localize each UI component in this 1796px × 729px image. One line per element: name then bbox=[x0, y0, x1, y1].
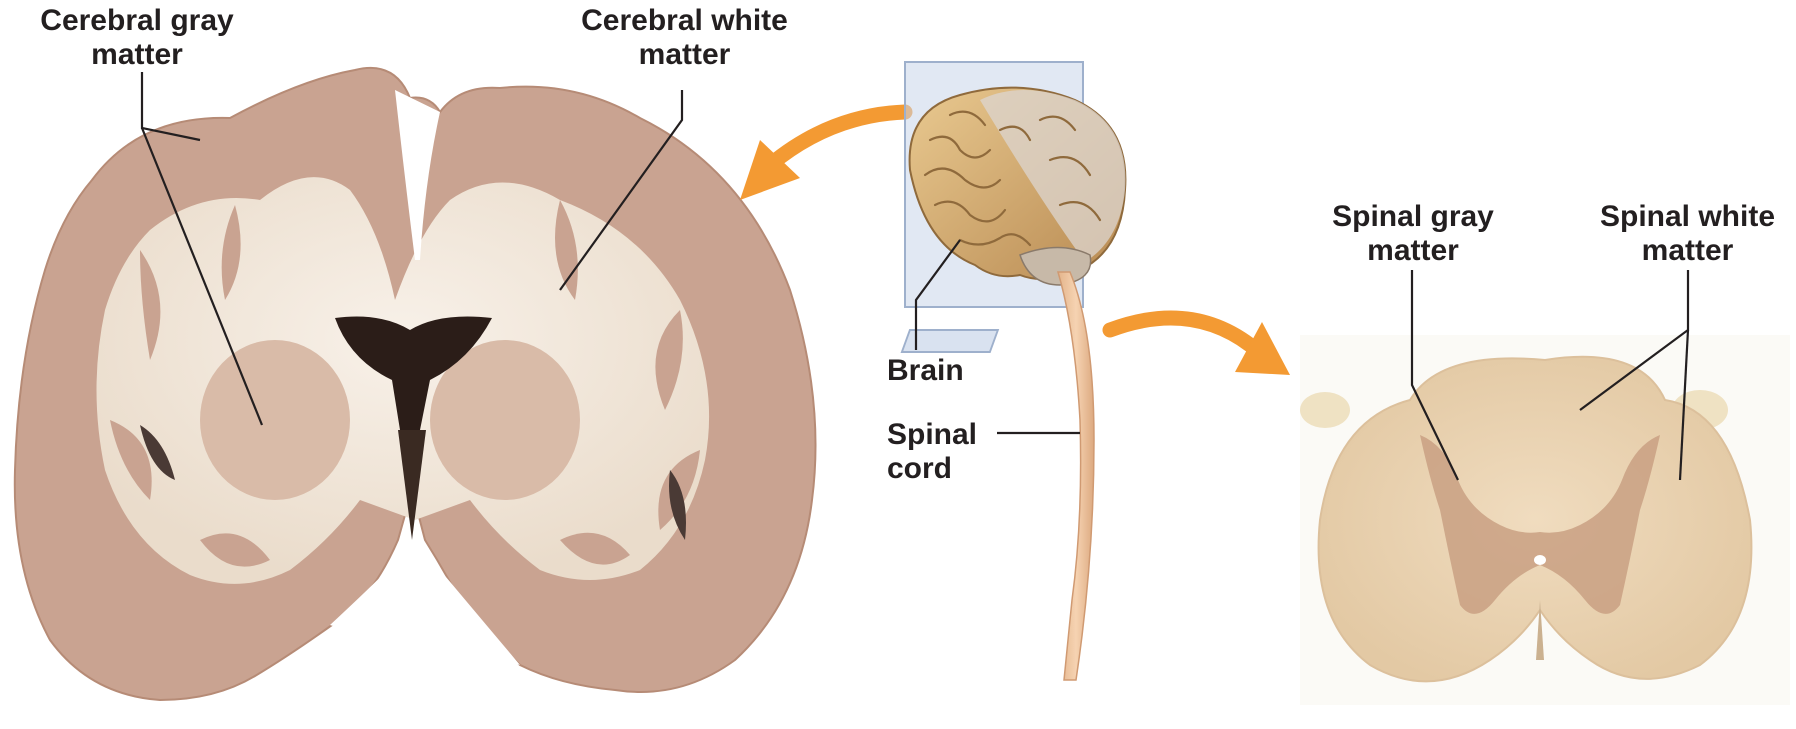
label-cerebral-gray-matter: Cerebral gray matter bbox=[22, 4, 252, 72]
central-canal bbox=[1534, 555, 1546, 565]
spinal-cord-shaft bbox=[1058, 272, 1094, 680]
label-cerebral-gray-line2: matter bbox=[22, 38, 252, 72]
label-spinal-cord-line1: Spinal bbox=[887, 418, 977, 452]
label-spinal-cord: Spinal cord bbox=[887, 418, 977, 486]
label-cerebral-white-matter: Cerebral white matter bbox=[562, 4, 807, 72]
label-cerebral-white-line2: matter bbox=[562, 38, 807, 72]
label-spinal-cord-line2: cord bbox=[887, 452, 977, 486]
label-spinal-gray-line2: matter bbox=[1318, 234, 1508, 268]
spinal-section bbox=[1300, 335, 1790, 705]
label-brain-text: Brain bbox=[887, 354, 964, 387]
label-spinal-white-matter: Spinal white matter bbox=[1585, 200, 1790, 268]
label-spinal-gray-line1: Spinal gray bbox=[1318, 200, 1508, 234]
label-brain: Brain bbox=[887, 354, 964, 388]
label-spinal-white-line2: matter bbox=[1585, 234, 1790, 268]
arrow-to-cerebral-section bbox=[770, 112, 905, 165]
label-spinal-gray-matter: Spinal gray matter bbox=[1318, 200, 1508, 268]
left-deep-gray-nuclei bbox=[200, 340, 350, 500]
cerebral-section bbox=[15, 68, 816, 700]
meninges-tissue bbox=[1300, 392, 1350, 428]
arrow-to-spinal-section bbox=[1110, 318, 1250, 345]
label-spinal-white-line1: Spinal white bbox=[1585, 200, 1790, 234]
label-cerebral-gray-line1: Cerebral gray bbox=[22, 4, 252, 38]
label-cerebral-white-line1: Cerebral white bbox=[562, 4, 807, 38]
